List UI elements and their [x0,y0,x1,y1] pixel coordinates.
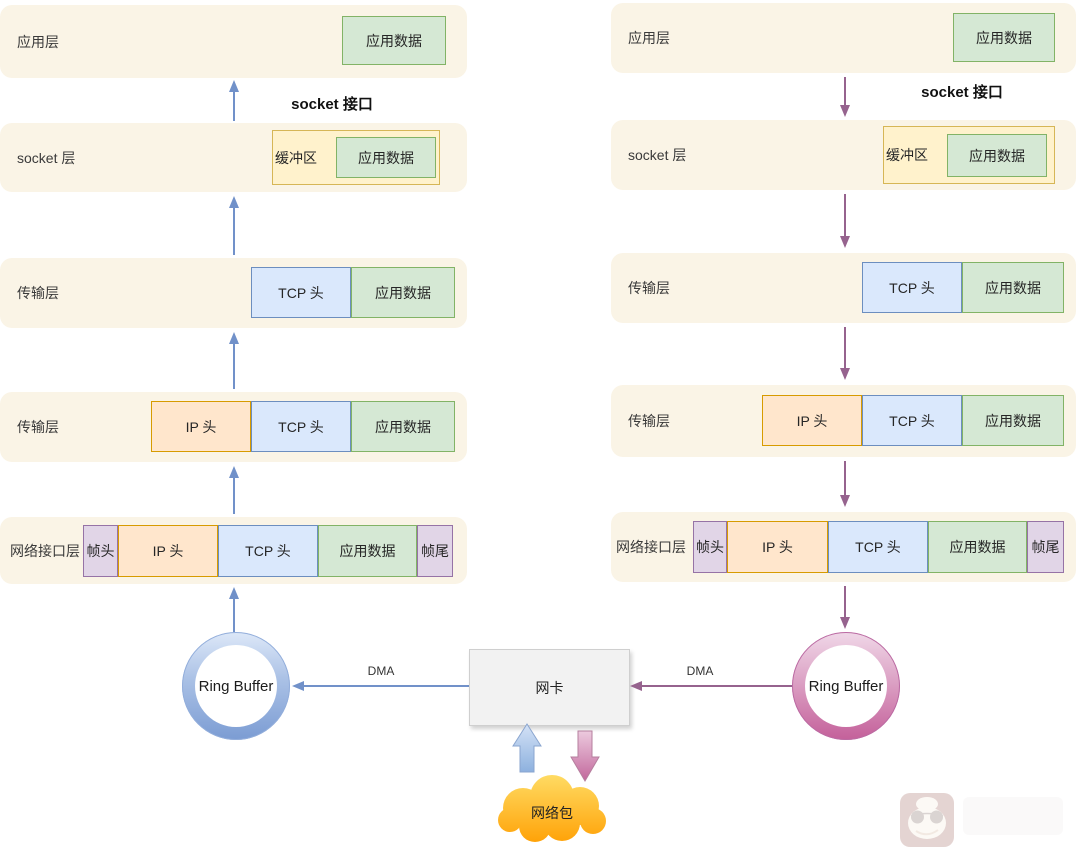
arrow-up-icon [229,466,239,478]
arrow-up-stem [233,207,235,255]
arrow-up-icon [229,587,239,599]
layer-label: socket 层 [628,147,687,163]
arrow-up-stem [233,598,235,632]
seg-app-data: 应用数据 [351,267,455,318]
layer-label: 传输层 [17,419,59,435]
seg-tcp-header: TCP 头 [218,525,318,577]
seg-frame-trailer: 帧尾 [1027,521,1064,573]
dma-arrow-receive [303,685,469,687]
arrow-up-stem [233,477,235,514]
seg-app-data: 应用数据 [953,13,1055,62]
arrow-up-stem [233,343,235,389]
seg-app-data: 应用数据 [947,134,1047,177]
arrow-up-icon [229,80,239,92]
layer-label: 网络接口层 [10,542,80,559]
layer-label: socket 层 [17,149,76,166]
seg-app-data: 应用数据 [962,395,1064,446]
arrow-down-stem [844,77,846,106]
layer-label: 网络接口层 [616,539,686,555]
seg-ip-header: IP 头 [762,395,862,446]
buffer-label: 缓冲区 [275,149,317,166]
row-ip-layer-receive: 传输层 IP 头 TCP 头 应用数据 [0,392,467,462]
arrow-down-icon [840,105,850,117]
arrow-down-stem [844,327,846,369]
row-socket-layer-send: socket 层 缓冲区 应用数据 [611,120,1076,190]
seg-tcp-header: TCP 头 [862,262,962,313]
row-socket-layer-receive: socket 层 缓冲区 应用数据 [0,123,467,192]
seg-frame-trailer: 帧尾 [417,525,453,577]
ring-buffer-send: Ring Buffer [792,632,900,740]
seg-tcp-header: TCP 头 [251,267,351,318]
seg-buffer: 缓冲区 应用数据 [272,130,440,185]
seg-app-data: 应用数据 [928,521,1027,573]
ring-buffer-label: Ring Buffer [805,645,887,727]
block-arrow-outbound-icon [570,730,600,782]
layer-label: 应用层 [17,33,59,50]
arrow-down-stem [844,586,846,618]
seg-ip-header: IP 头 [118,525,218,577]
dma-arrowhead-send [630,681,642,691]
seg-app-data: 应用数据 [342,16,446,65]
dma-label-send: DMA [686,664,714,678]
socket-interface-label-receive: socket 接口 [291,96,373,113]
ring-buffer-receive: Ring Buffer [182,632,290,740]
buffer-label: 缓冲区 [886,147,928,163]
arrow-down-icon [840,368,850,380]
arrow-down-icon [840,617,850,629]
seg-app-data: 应用数据 [351,401,455,452]
arrow-up-stem [233,91,235,121]
row-ip-layer-send: 传输层 IP 头 TCP 头 应用数据 [611,385,1076,457]
arrow-down-stem [844,194,846,237]
arrow-down-stem [844,461,846,496]
row-app-layer-send: 应用层 应用数据 [611,3,1076,73]
layer-label: 传输层 [17,285,59,301]
layer-label: 传输层 [628,413,670,429]
dma-arrow-send [641,685,792,687]
arrow-down-icon [840,495,850,507]
seg-frame-header: 帧头 [83,525,118,577]
seg-app-data: 应用数据 [318,525,417,577]
ring-buffer-label: Ring Buffer [195,645,277,727]
layer-label: 传输层 [628,280,670,296]
seg-app-data: 应用数据 [962,262,1064,313]
network-packet-label: 网络包 [531,805,573,821]
seg-buffer: 缓冲区 应用数据 [883,126,1055,184]
block-arrow-inbound-icon [512,723,542,773]
row-transport-layer-send: 传输层 TCP 头 应用数据 [611,253,1076,323]
layer-label: 应用层 [628,30,670,46]
row-app-layer-receive: 应用层 应用数据 [0,5,467,78]
row-network-interface-send: 网络接口层 帧头 IP 头 TCP 头 应用数据 帧尾 [611,512,1076,582]
row-transport-layer-receive: 传输层 TCP 头 应用数据 [0,258,467,328]
row-network-interface-receive: 网络接口层 帧头 IP 头 TCP 头 应用数据 帧尾 [0,517,467,584]
watermark-logo [900,793,1063,847]
seg-app-data: 应用数据 [336,137,436,178]
seg-tcp-header: TCP 头 [251,401,351,452]
arrow-up-icon [229,196,239,208]
dma-arrowhead-receive [292,681,304,691]
nic-box: 网卡 [469,649,630,726]
seg-tcp-header: TCP 头 [828,521,928,573]
dma-label-receive: DMA [367,664,395,678]
arrow-down-icon [840,236,850,248]
arrow-up-icon [229,332,239,344]
seg-frame-header: 帧头 [693,521,727,573]
seg-ip-header: IP 头 [151,401,251,452]
seg-ip-header: IP 头 [727,521,828,573]
socket-interface-label-send: socket 接口 [921,84,1003,101]
seg-tcp-header: TCP 头 [862,395,962,446]
